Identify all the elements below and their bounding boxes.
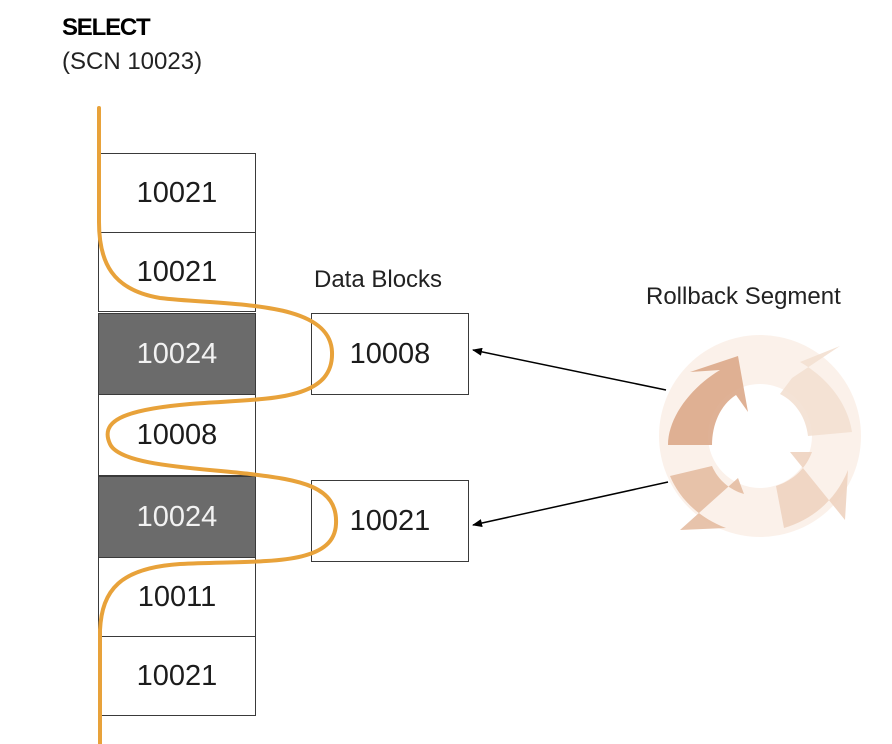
scn-label: (SCN 10023) bbox=[62, 48, 203, 75]
table-row-modified: 10024 bbox=[98, 476, 256, 558]
data-block: 10008 bbox=[311, 313, 469, 395]
table-row: 10008 bbox=[98, 394, 256, 476]
rollback-segment-label: Rollback Segment bbox=[646, 283, 841, 310]
table-row: 10021 bbox=[98, 232, 256, 312]
read-path-line bbox=[97, 106, 339, 744]
table-row: 10011 bbox=[98, 557, 256, 637]
rollback-to-block-arrow bbox=[472, 347, 667, 391]
cycle-arrows-icon bbox=[659, 335, 861, 537]
rollback-to-block-arrow bbox=[472, 481, 669, 527]
data-blocks-label: Data Blocks bbox=[314, 266, 443, 293]
table-row: 10021 bbox=[98, 636, 256, 716]
select-title: SELECT bbox=[62, 14, 151, 41]
